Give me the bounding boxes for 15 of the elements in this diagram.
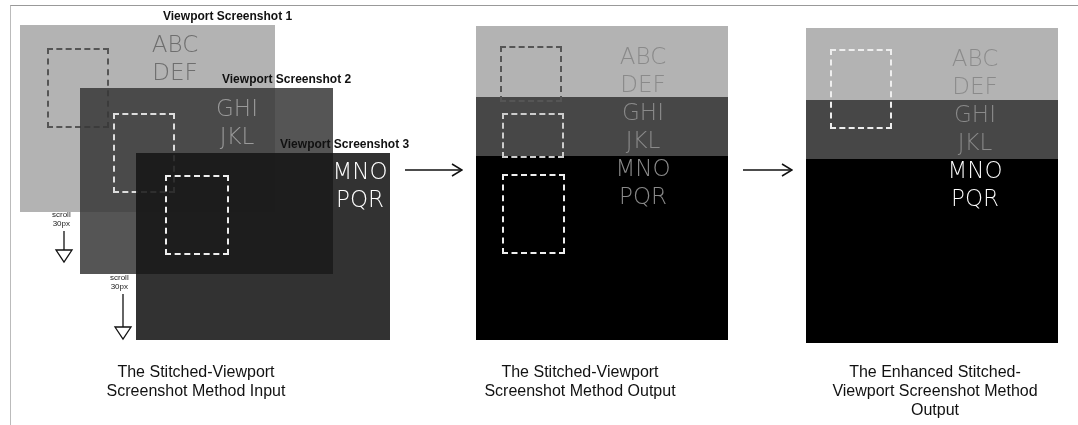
caption: The Stitched-Viewport Screenshot Method Output <box>483 362 677 400</box>
panel-text: ABC DEF <box>151 30 199 86</box>
panel-title: Viewport Screenshot 2 <box>222 72 352 86</box>
caption: The Stitched-Viewport Screenshot Method Input <box>105 362 287 400</box>
panel-text: GHI JKL <box>216 94 258 150</box>
panel-title: Viewport Screenshot 3 <box>280 137 410 151</box>
scroll-label: scroll 30px <box>52 210 71 228</box>
caption: The Enhanced Stitched-Viewport Screenshot Method Output <box>831 362 1039 419</box>
panel-title: Viewport Screenshot 1 <box>163 9 293 23</box>
arrow <box>404 163 463 177</box>
arrow <box>742 163 793 177</box>
scroll-label: scroll 30px <box>110 273 129 291</box>
stitched-screenshot-panel <box>806 28 1058 343</box>
stitched-screenshot-panel <box>476 26 728 340</box>
panel-text: MNO PQR <box>332 157 388 213</box>
